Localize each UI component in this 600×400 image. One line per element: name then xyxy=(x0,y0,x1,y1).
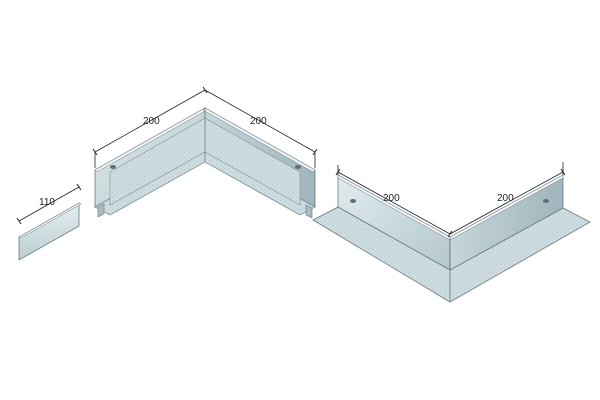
flat-plate-dimension: 110 xyxy=(16,183,82,225)
mounting-hole xyxy=(295,165,301,169)
external-corner-piece: 200 200 xyxy=(312,162,591,303)
internal-corner-piece: 200 200 xyxy=(92,86,318,219)
mounting-hole xyxy=(543,199,549,203)
flat-plate: 110 xyxy=(16,183,82,261)
internal-corner-left-label: 200 xyxy=(143,116,160,127)
external-corner-dimension: 200 200 xyxy=(335,162,566,238)
flat-plate-dimension-label: 110 xyxy=(39,197,55,208)
mounting-hole xyxy=(110,165,116,169)
external-corner-right-label: 200 xyxy=(497,193,514,204)
internal-corner-right-label: 200 xyxy=(250,116,267,127)
external-corner-left-label: 200 xyxy=(383,193,400,204)
internal-corner-dimension: 200 200 xyxy=(92,86,318,168)
flat-plate-face xyxy=(18,202,80,261)
flat-plate-top-edge xyxy=(18,202,82,239)
mounting-hole xyxy=(350,199,356,203)
